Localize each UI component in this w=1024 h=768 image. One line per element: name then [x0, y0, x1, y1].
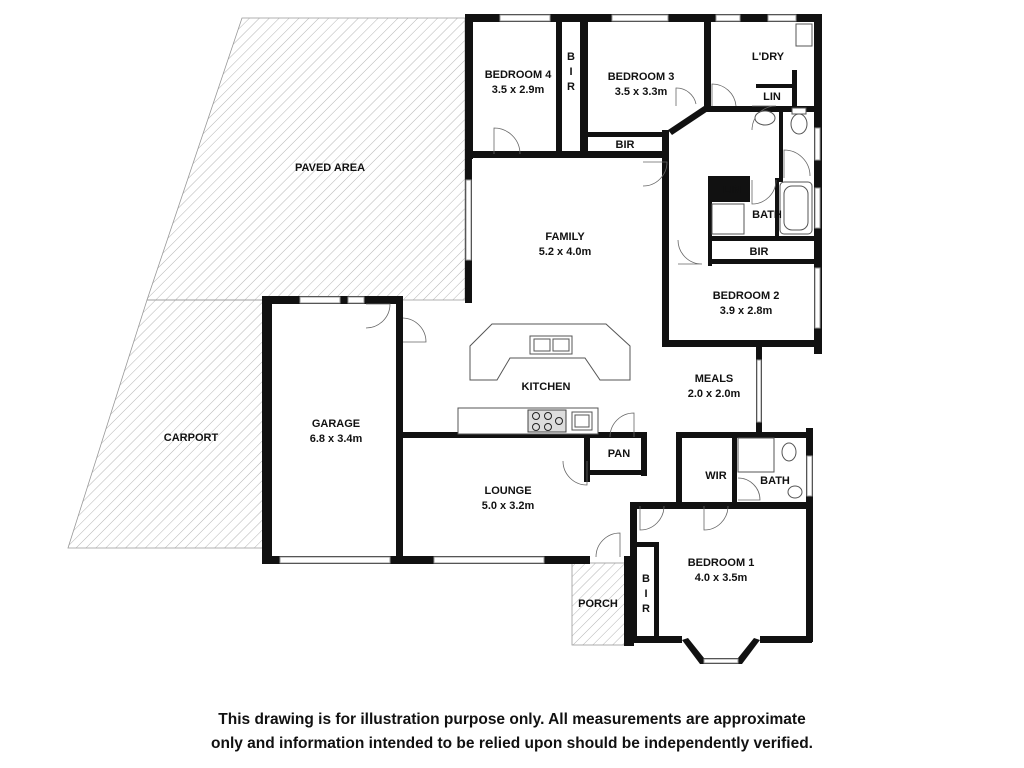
ensuite-shower	[737, 437, 775, 473]
lounge-name: LOUNGE	[484, 485, 531, 497]
ensuite-toilet	[781, 442, 797, 462]
vertical-letter: B	[567, 51, 575, 63]
porch-hatch	[571, 562, 633, 646]
disclaimer-line-2: only and information intended to be reli…	[211, 735, 813, 752]
carport-hatch	[67, 299, 265, 549]
fixtures	[457, 23, 813, 499]
basin	[754, 110, 776, 126]
kitchen-label: KITCHEN	[522, 381, 571, 393]
lounge-dims: 5.0 x 3.2m	[482, 500, 535, 512]
bedroom1-name: BEDROOM 1	[688, 557, 755, 569]
pantry-label: PAN	[608, 448, 630, 460]
shower	[711, 203, 745, 235]
vertical-letter: R	[567, 81, 575, 93]
meals-name: MEALS	[695, 373, 734, 385]
bath-main-label: BATH	[752, 209, 782, 221]
cooktop	[527, 409, 567, 433]
toilet	[790, 113, 808, 135]
carport-label: CARPORT	[164, 432, 219, 444]
bay-window	[682, 638, 760, 664]
bedroom3-dims: 3.5 x 3.3m	[615, 86, 668, 98]
paved-area-label: PAVED AREA	[295, 162, 365, 174]
disclaimer-line-1: This drawing is for illustration purpose…	[218, 711, 806, 728]
bedroom2-dims: 3.9 x 2.8m	[720, 305, 773, 317]
laundry-tub	[795, 23, 813, 47]
bedroom2-name: BEDROOM 2	[713, 290, 780, 302]
vertical-letter: I	[644, 588, 647, 600]
porch-label: PORCH	[578, 598, 618, 610]
bedroom4-name: BEDROOM 4	[485, 69, 553, 81]
bedroom4-dims: 3.5 x 2.9m	[492, 84, 545, 96]
lin-bath-label: LIN	[723, 184, 741, 196]
bedroom1-dims: 4.0 x 3.5m	[695, 572, 748, 584]
bir-bedroom2-label: BIR	[750, 246, 769, 258]
paved-area-hatch	[146, 17, 466, 301]
ensuite-basin	[787, 485, 803, 499]
garage-dims: 6.8 x 3.4m	[310, 433, 363, 445]
vertical-letter: I	[569, 66, 572, 78]
wir-label: WIR	[705, 470, 726, 482]
doors	[365, 83, 811, 558]
bath-ensuite-label: BATH	[760, 475, 790, 487]
bedroom3-name: BEDROOM 3	[608, 71, 675, 83]
vertical-letter: B	[642, 573, 650, 585]
family-dims: 5.2 x 4.0m	[539, 246, 592, 258]
meals-dims: 2.0 x 2.0m	[688, 388, 741, 400]
laundry-label: L'DRY	[752, 51, 785, 63]
lin-laundry-label: LIN	[763, 91, 781, 103]
family-name: FAMILY	[545, 231, 585, 243]
room-labels: PAVED AREA CARPORT BEDROOM 4 3.5 x 2.9m …	[164, 51, 790, 615]
bir-bedroom3-label: BIR	[616, 139, 635, 151]
garage-name: GARAGE	[312, 418, 360, 430]
windows	[279, 14, 821, 564]
vertical-letter: R	[642, 603, 650, 615]
